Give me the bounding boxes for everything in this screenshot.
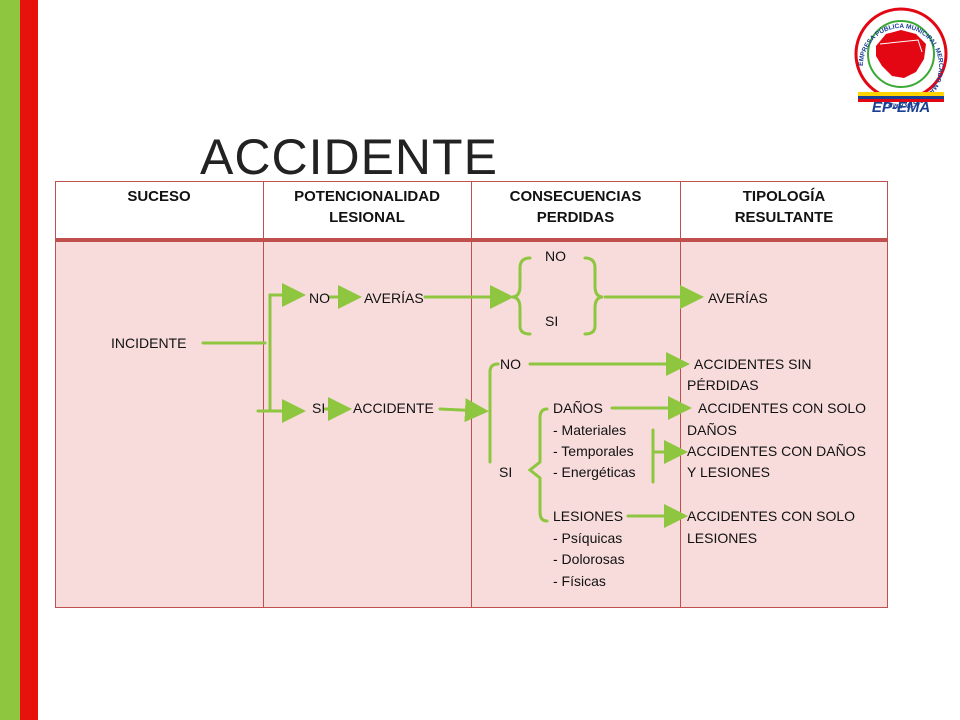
tipologia-sin-perdidas: ACCIDENTES SIN [694,356,812,372]
header-suceso: SUCESO [127,188,191,205]
column-divider-3 [680,181,681,608]
lesiones-item: - Psíquicas [553,530,623,546]
tipologia-averias: AVERÍAS [708,290,768,306]
lesiones-item: - Físicas [553,573,606,589]
consecuencias-si-mid: SI [499,464,513,480]
left-red-bar [20,0,38,720]
consecuencias-lesiones: LESIONES [553,508,624,524]
tipologia-solo-danos: ACCIDENTES CON SOLO [698,400,867,416]
tipologia-solo-lesiones-2: LESIONES [687,530,758,546]
page-title: ACCIDENTE [200,129,498,185]
danos-item: - Materiales [553,422,627,438]
danos-item: - Temporales [553,443,634,459]
consecuencias-si-top: SI [545,313,559,329]
consecuencias-no-mid: NO [500,356,521,372]
brace-no-si-left [511,256,532,336]
arrow-accidente-consecuencias [438,398,489,423]
consecuencias-no-top: NO [545,248,566,264]
tipologia-sin-perdidas-2: PÉRDIDAS [687,377,759,393]
potencialidad-si: SI [312,400,326,416]
bracket-danos-lesiones [527,407,549,523]
consecuencias-danos: DAÑOS [553,400,603,416]
column-divider-2 [471,181,472,608]
potencialidad-accidente: ACCIDENTE [353,400,434,416]
potencialidad-no: NO [309,290,330,306]
ep-ema-logo: EMPRESA PÚBLICA MUNICIPAL MERCADO MAYORI… [854,7,948,116]
logo-brand-text: EP-EMA [872,99,930,116]
left-green-bar [0,0,20,720]
tipologia-solo-lesiones: ACCIDENTES CON SOLO [687,508,856,524]
brace-no-si-right [583,256,604,336]
tipologia-danos-lesiones: ACCIDENTES CON DAÑOS [687,443,866,459]
column-divider-1 [263,181,264,608]
tipologia-solo-danos-2: DAÑOS [687,422,737,438]
tipologia-danos-lesiones-2: Y LESIONES [687,464,771,480]
potencialidad-averias: AVERÍAS [364,290,424,306]
suceso-incidente: INCIDENTE [111,335,187,351]
bracket-consecuencias [488,362,500,464]
lesiones-item: - Dolorosas [553,551,625,567]
danos-item: - Energéticas [553,464,636,480]
